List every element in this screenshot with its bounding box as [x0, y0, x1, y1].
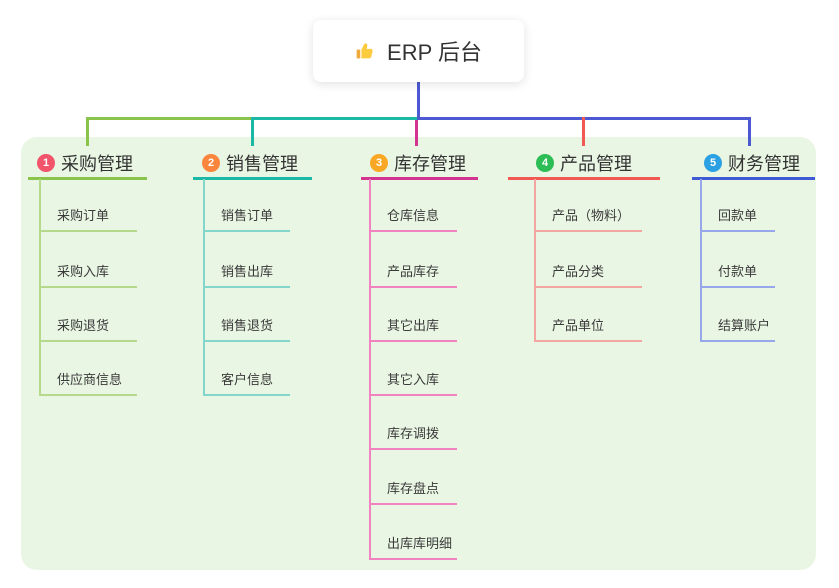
node-label: 产品（物料） [552, 208, 631, 223]
node-label: 采购退货 [57, 318, 110, 333]
node-product-unit[interactable]: 产品单位 [534, 312, 642, 342]
node-label: 销售退货 [221, 318, 274, 333]
node-product-material[interactable]: 产品（物料） [534, 202, 642, 232]
node-label: 采购入库 [57, 264, 110, 279]
node-payment-doc[interactable]: 付款单 [700, 258, 775, 288]
connector-bus-green [86, 117, 253, 120]
node-other-outbound[interactable]: 其它出库 [369, 312, 457, 342]
node-warehouse-info[interactable]: 仓库信息 [369, 202, 457, 232]
node-sales-order[interactable]: 销售订单 [203, 202, 290, 232]
node-label: 结算账户 [718, 318, 771, 333]
node-label: 其它入库 [387, 372, 440, 387]
node-label: 回款单 [718, 208, 758, 223]
node-product-category[interactable]: 产品分类 [534, 258, 642, 288]
branch-product[interactable]: 4 产品管理 [508, 148, 660, 180]
node-stock-transfer[interactable]: 库存调拨 [369, 420, 457, 450]
node-supplier-info[interactable]: 供应商信息 [39, 366, 137, 396]
node-receipt-doc[interactable]: 回款单 [700, 202, 775, 232]
node-purchase-order[interactable]: 采购订单 [39, 202, 137, 232]
branch-finance[interactable]: 5 财务管理 [692, 148, 815, 180]
branch-label: 产品管理 [560, 153, 632, 174]
node-label: 销售出库 [221, 264, 274, 279]
node-label: 付款单 [718, 264, 758, 279]
node-outbound-detail[interactable]: 出库库明细 [369, 530, 457, 560]
branches-panel [21, 137, 816, 570]
node-label: 销售订单 [221, 208, 274, 223]
branch-number-badge: 2 [202, 153, 220, 172]
node-label: 供应商信息 [57, 372, 123, 387]
branch-purchase[interactable]: 1 采购管理 [28, 148, 147, 180]
node-label: 出库库明细 [387, 536, 453, 551]
connector-drop-purchase [86, 117, 89, 146]
node-label: 库存调拨 [387, 426, 440, 441]
branch-number-badge: 4 [536, 153, 554, 172]
branch-inventory[interactable]: 3 库存管理 [361, 148, 478, 180]
node-label: 采购订单 [57, 208, 110, 223]
root-node[interactable]: ERP 后台 [313, 20, 524, 82]
node-label: 产品库存 [387, 264, 440, 279]
node-settlement-account[interactable]: 结算账户 [700, 312, 775, 342]
node-label: 库存盘点 [387, 481, 440, 496]
node-sales-return[interactable]: 销售退货 [203, 312, 290, 342]
node-sales-outbound[interactable]: 销售出库 [203, 258, 290, 288]
connector-drop-inventory [415, 120, 418, 146]
node-purchase-inbound[interactable]: 采购入库 [39, 258, 137, 288]
root-label: ERP 后台 [387, 40, 482, 65]
node-purchase-return[interactable]: 采购退货 [39, 312, 137, 342]
connector-drop-product [582, 117, 585, 146]
connector-drop-finance [748, 117, 751, 146]
branch-sales[interactable]: 2 销售管理 [193, 148, 312, 180]
node-label: 产品单位 [552, 318, 605, 333]
branch-label: 财务管理 [728, 153, 800, 174]
branch-label: 销售管理 [226, 153, 298, 174]
branch-number-badge: 1 [37, 153, 55, 172]
connector-root-drop [417, 82, 420, 120]
thumbs-up-icon [355, 40, 377, 62]
connector-bus-teal [252, 117, 419, 120]
branch-number-badge: 5 [704, 153, 722, 172]
node-product-stock[interactable]: 产品库存 [369, 258, 457, 288]
branch-label: 库存管理 [394, 153, 466, 174]
node-other-inbound[interactable]: 其它入库 [369, 366, 457, 396]
connector-spine-inventory [369, 179, 371, 560]
node-label: 客户信息 [221, 372, 274, 387]
node-label: 其它出库 [387, 318, 440, 333]
node-stock-count[interactable]: 库存盘点 [369, 475, 457, 505]
connector-spine-product [534, 179, 536, 342]
node-label: 仓库信息 [387, 208, 440, 223]
branch-number-badge: 3 [370, 153, 388, 172]
node-customer-info[interactable]: 客户信息 [203, 366, 290, 396]
connector-spine-finance [700, 179, 702, 342]
branch-label: 采购管理 [61, 153, 133, 174]
connector-drop-sales [251, 117, 254, 146]
node-label: 产品分类 [552, 264, 605, 279]
